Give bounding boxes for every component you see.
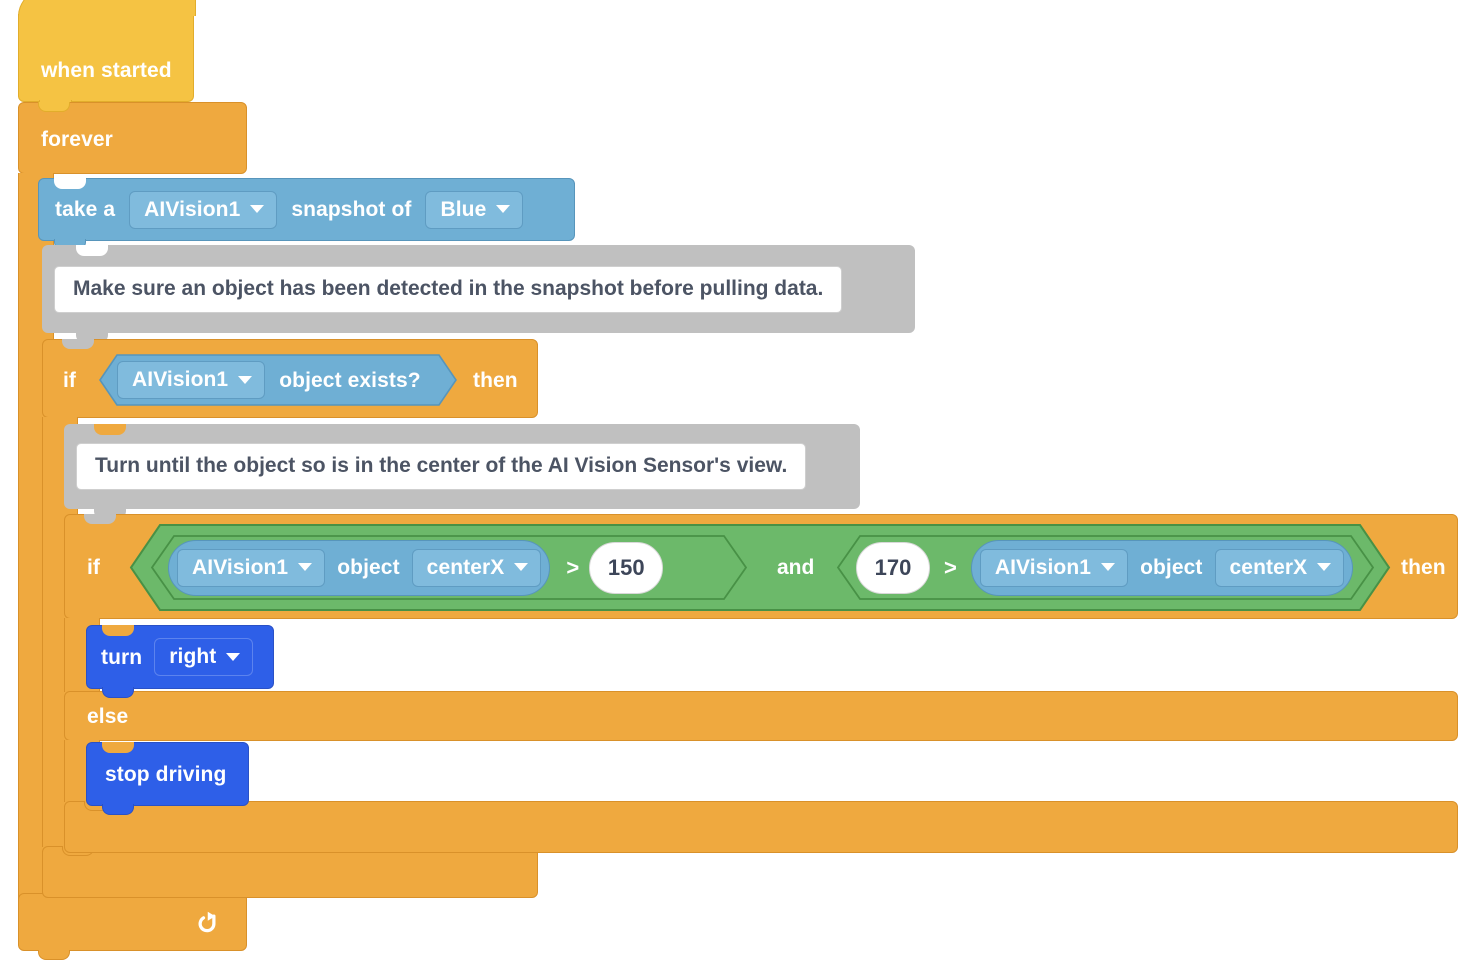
left-compare-operator: > [566,554,580,580]
comment-text-1[interactable]: Make sure an object has been detected in… [54,265,843,313]
chevron-down-icon [1101,563,1116,571]
if-inner-if-label: if [87,556,101,579]
chevron-down-icon [298,563,313,571]
forever-top-dent [38,102,70,112]
object-exists-device-value: AIVision1 [132,368,229,391]
centerx-left-device-dropdown[interactable]: AIVision1 [177,548,326,587]
if-inner-else-bar[interactable]: else [64,691,1458,741]
comment-block-2[interactable]: Turn until the object so is in the cente… [64,424,860,519]
centerx-right-property-value: centerX [1229,555,1308,579]
centerx-left-property-value: centerX [426,555,505,579]
centerx-right-property-dropdown[interactable]: centerX [1214,548,1345,587]
loop-arrow-icon [198,911,216,933]
chevron-down-icon [250,205,265,213]
centerx-right-object-label: object [1140,556,1203,579]
take-snapshot-block[interactable]: take a AIVision1 snapshot of Blue [38,178,575,250]
comment1-bottom-bump [76,332,108,343]
stop-driving-bottom-bump [102,804,134,815]
object-exists-boolean[interactable]: AIVision1 object exists? [91,354,457,406]
when-started-body[interactable]: when started [18,0,196,111]
forever-bottom-bump [38,950,70,960]
greater-than-block-right[interactable]: 170 > AIVision1 object centerX [834,534,1375,601]
snapshot-signature-dropdown[interactable]: Blue [425,190,524,229]
if-outer-footer[interactable] [42,846,538,898]
when-started-block[interactable]: when started [18,0,196,111]
if-inner-header[interactable]: if AIVision1 object [64,514,1458,619]
chevron-down-icon [238,375,253,384]
snapshot-top-dent [54,178,86,189]
centerx-right-device-dropdown[interactable]: AIVision1 [979,548,1129,587]
right-compare-operator: > [944,554,957,580]
chevron-down-icon [1317,563,1332,571]
right-compare-value-input[interactable]: 170 [856,541,930,594]
object-exists-device-dropdown[interactable]: AIVision1 [117,361,266,399]
snapshot-device-value: AIVision1 [144,197,241,221]
centerx-left-object-label: object [337,556,400,579]
when-started-label: when started [41,59,172,82]
if-outer-top-dent [62,339,94,349]
centerx-left-device-value: AIVision1 [192,555,289,579]
object-exists-text: object exists? [279,368,421,392]
if-inner-else-label: else [87,705,129,728]
snapshot-middle-label: snapshot of [291,198,412,221]
left-compare-value-input[interactable]: 150 [589,541,664,594]
comment2-top-dent [94,424,126,435]
greater-than-block-left[interactable]: AIVision1 object centerX > 150 [148,534,748,601]
chevron-down-icon [226,652,241,661]
if-inner-then-label: then [1401,556,1446,579]
forever-block-header[interactable]: forever [18,102,247,174]
stop-driving-top-dent [102,742,134,753]
centerx-reporter-right[interactable]: AIVision1 object centerX [970,539,1354,596]
turn-block[interactable]: turn right [86,625,274,698]
centerx-reporter-left[interactable]: AIVision1 object centerX [168,539,551,596]
snapshot-prefix-label: take a [55,198,116,221]
if-outer-if-label: if [63,369,77,392]
if-inner-top-dent [84,514,116,524]
chevron-down-icon [496,205,511,213]
and-operator-label: and [777,556,815,579]
stop-driving-label: stop driving [105,762,227,786]
centerx-right-device-value: AIVision1 [994,555,1092,579]
snapshot-signature-value: Blue [440,197,487,221]
stop-driving-block[interactable]: stop driving [86,742,249,815]
hat-dome [18,0,196,16]
forever-block-footer[interactable] [18,893,247,960]
comment-block-1[interactable]: Make sure an object has been detected in… [42,245,915,343]
turn-direction-dropdown[interactable]: right [154,638,254,676]
comment-text-2[interactable]: Turn until the object so is in the cente… [76,443,807,490]
comment2-bottom-bump [94,508,126,519]
comment1-top-dent [76,245,108,256]
turn-bottom-bump [102,687,134,698]
turn-top-dent [102,625,134,636]
snapshot-device-dropdown[interactable]: AIVision1 [129,190,278,229]
turn-label: turn [101,645,143,669]
chevron-down-icon [514,563,529,571]
and-operator-block[interactable]: AIVision1 object centerX > 150 and [115,523,1391,612]
if-outer-then-label: then [473,369,518,392]
if-inner-footer[interactable] [64,801,1458,853]
turn-direction-value: right [169,645,217,668]
centerx-left-property-dropdown[interactable]: centerX [411,548,542,587]
if-outer-header[interactable]: if AIVision1 object exists? then [42,339,538,418]
forever-label: forever [41,128,113,151]
